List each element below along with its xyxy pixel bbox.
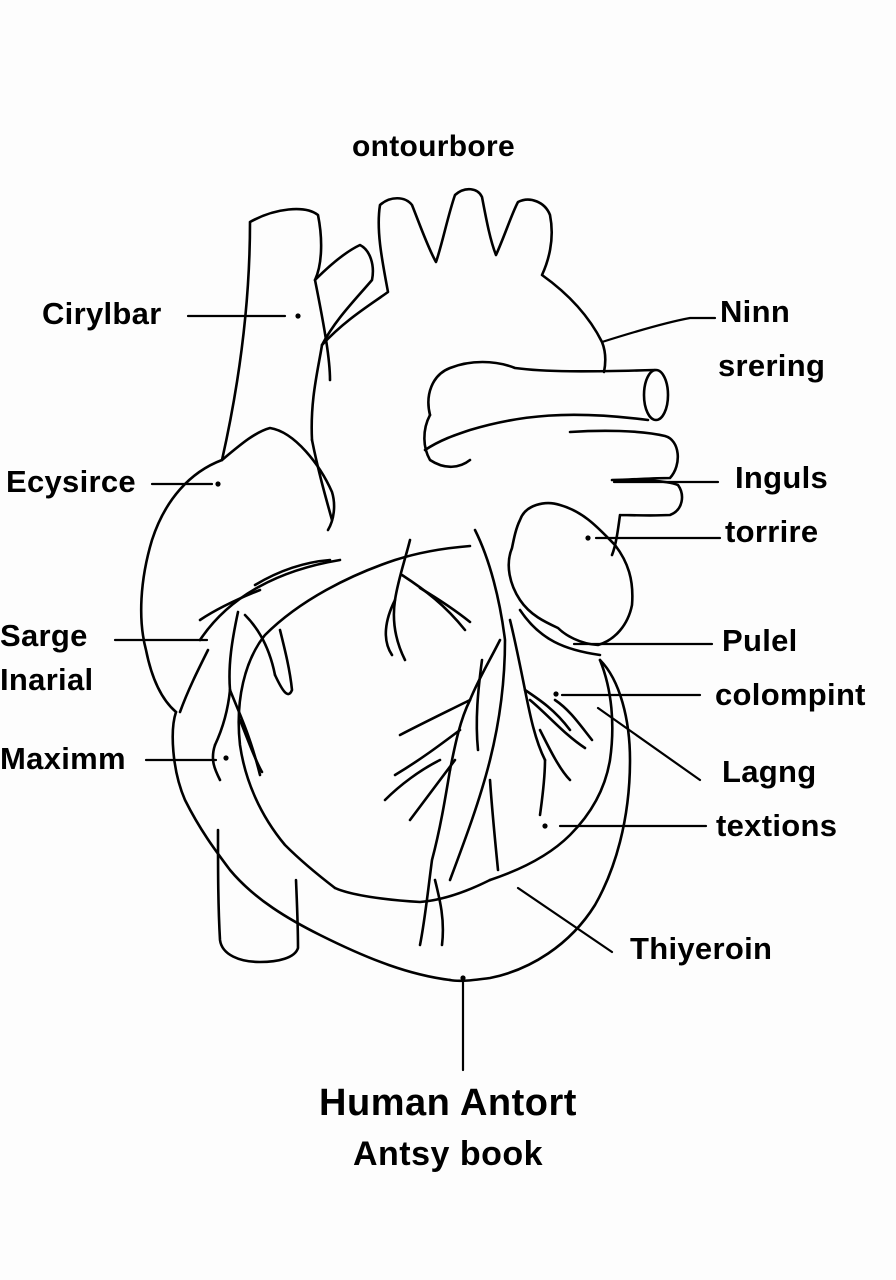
aortic-arch-inner bbox=[312, 440, 332, 520]
left-circumflex-branches bbox=[510, 620, 592, 815]
right-coronary-branches bbox=[180, 560, 330, 780]
label-thiyeroin: Thiyeroin bbox=[630, 933, 772, 964]
label-lagng: Lagng bbox=[722, 756, 817, 787]
right-atrium-outer bbox=[141, 460, 222, 712]
pulmonary-trunk bbox=[425, 362, 655, 450]
label-textions: textions bbox=[716, 810, 837, 841]
label-ciryloar: Cirylbar bbox=[42, 298, 162, 329]
label-torrire: torrire bbox=[725, 516, 818, 547]
label-srering: srering bbox=[718, 350, 825, 381]
leader-lagng bbox=[598, 708, 700, 780]
pulmonary-trunk-opening bbox=[644, 370, 668, 420]
label-ninn: Ninn bbox=[720, 296, 790, 327]
right-atrium bbox=[222, 428, 334, 530]
leader-ninn bbox=[602, 318, 715, 342]
label-inarial: Inarial bbox=[0, 664, 93, 695]
caption-line-1: Human Antort bbox=[0, 1084, 896, 1122]
ventricle-septum bbox=[335, 880, 490, 902]
label-maximm: Maximm bbox=[0, 743, 126, 774]
label-sarge: Sarge bbox=[0, 620, 88, 651]
label-pulel: Pulel bbox=[722, 625, 798, 656]
pulmonary-trunk-left bbox=[424, 415, 470, 467]
left-ventricle bbox=[490, 660, 612, 880]
label-inguls: Inguls bbox=[735, 462, 828, 493]
caption-line-2: Antsy book bbox=[0, 1137, 896, 1171]
top-label: ontourbore bbox=[352, 132, 515, 162]
septal-line bbox=[520, 610, 600, 655]
label-colompint: colompint bbox=[715, 679, 866, 710]
superior-vena-cava bbox=[222, 209, 330, 460]
leader-dots bbox=[215, 313, 590, 980]
left-atrium bbox=[509, 503, 633, 645]
aortic-arch bbox=[312, 189, 606, 440]
label-ecysirce: Ecysirce bbox=[6, 466, 136, 497]
